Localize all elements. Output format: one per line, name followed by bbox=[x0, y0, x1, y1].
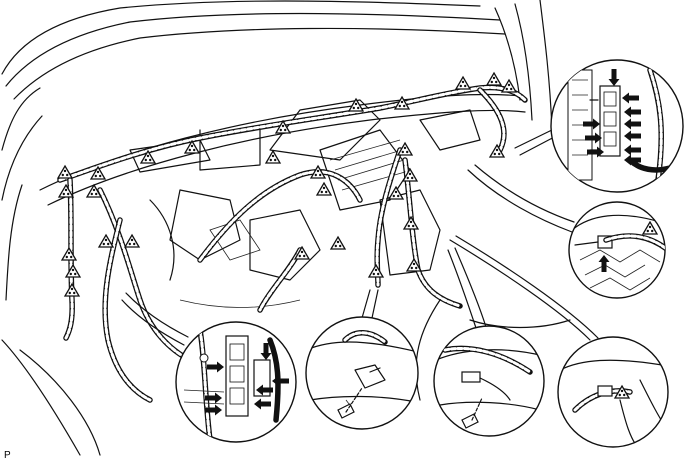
clip-marker-icon bbox=[98, 234, 114, 248]
figure-corner-label: P bbox=[4, 450, 11, 461]
inset-left-connectors bbox=[175, 321, 297, 443]
vehicle-body-outline bbox=[1, 0, 571, 456]
clip-marker-icon bbox=[501, 79, 517, 93]
clip-marker-icon bbox=[486, 72, 502, 86]
inset-ecu-connectors bbox=[550, 59, 684, 193]
clip-marker-icon bbox=[61, 247, 77, 261]
clip-marker-icon bbox=[57, 165, 73, 179]
inset-ground-bolt bbox=[433, 325, 545, 437]
inset-harness-clip bbox=[568, 201, 666, 299]
clip-marker-icon bbox=[330, 236, 346, 250]
clip-marker-icon bbox=[265, 150, 281, 164]
clip-marker-icon bbox=[388, 186, 404, 200]
clip-marker-icon bbox=[316, 182, 332, 196]
clip-marker-icon bbox=[403, 216, 419, 230]
bolt-icon bbox=[337, 387, 363, 419]
leader-lines bbox=[121, 127, 599, 346]
clip-marker-icon bbox=[455, 76, 471, 90]
inset-side-clip bbox=[557, 336, 669, 448]
clip-marker-icon bbox=[64, 283, 80, 297]
clip-marker-icon bbox=[65, 264, 81, 278]
bolt-icon bbox=[461, 397, 483, 429]
clip-marker-icon bbox=[124, 234, 140, 248]
inset-center-bolt bbox=[305, 316, 419, 430]
clip-marker-icon bbox=[368, 264, 384, 278]
